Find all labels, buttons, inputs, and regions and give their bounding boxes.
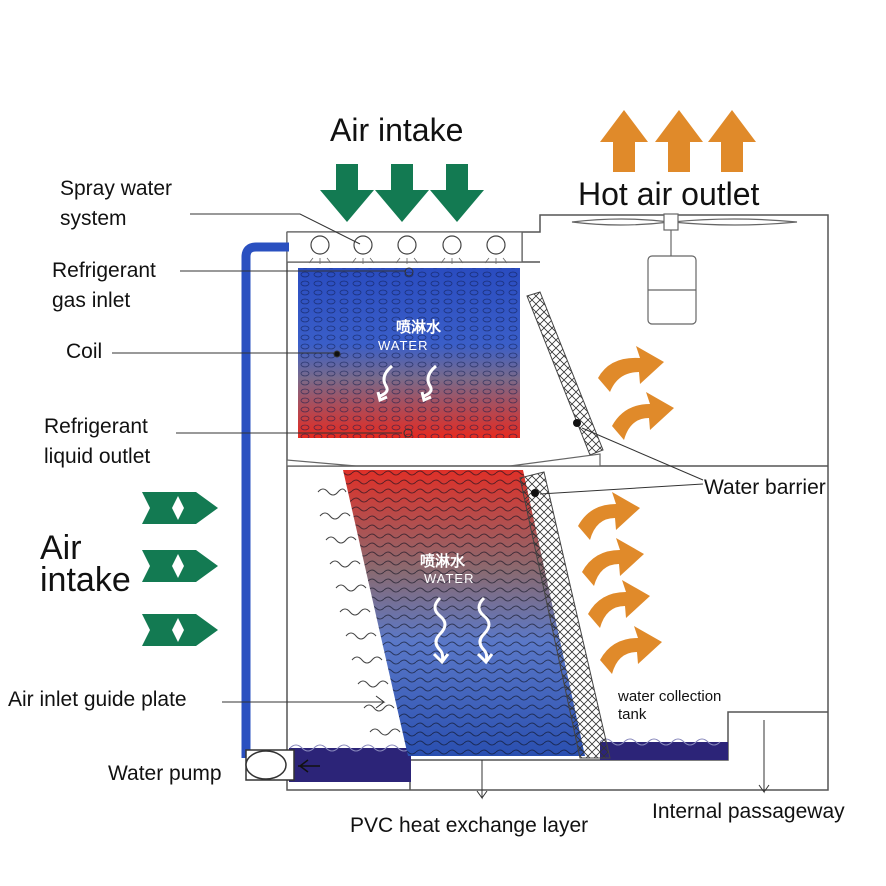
hot-air-arrows-inside (578, 346, 674, 674)
coil-water-cn: 喷淋水 (396, 318, 442, 336)
internal-passageway-label: Internal passageway (652, 800, 845, 823)
fill-water-cn: 喷淋水 (420, 552, 466, 570)
coil-label: Coil (66, 340, 103, 363)
refrigerant-liquid-outlet-label: Refrigerant liquid outlet (44, 415, 151, 468)
hot-air-arrows-top (600, 110, 756, 172)
air-inlet-guide-plate-label: Air inlet guide plate (8, 688, 187, 711)
fill-water-en: WATER (424, 571, 475, 586)
leader-lines (112, 213, 770, 800)
air-intake-side-label: Air intake (40, 529, 131, 599)
coil-water-en: WATER (378, 338, 429, 353)
water-pump-label: Water pump (108, 762, 222, 785)
water-collection-tank-label: water collection tank (618, 688, 722, 723)
spray-header (286, 231, 523, 264)
upper-water-barrier (526, 291, 604, 456)
spray-water-system-label: Spray water system (60, 177, 173, 230)
hot-air-outlet-label: Hot air outlet (578, 176, 760, 212)
air-inlet-guide-plate (317, 488, 401, 736)
water-pump-body (245, 749, 320, 781)
air-intake-arrows-side (142, 492, 218, 646)
air-intake-arrows-top (320, 164, 484, 222)
water-pipe (241, 242, 289, 758)
water-barrier-label: Water barrier (704, 476, 826, 499)
separator-ledges (286, 453, 601, 467)
coil-water-flow-arrows (376, 364, 437, 403)
pvc-fill (343, 470, 585, 756)
pvc-heat-exchange-layer-label: PVC heat exchange layer (350, 814, 589, 837)
refrigerant-gas-inlet-label: Refrigerant gas inlet (52, 259, 156, 312)
fan-assembly (571, 213, 798, 325)
lower-water-barrier (519, 471, 611, 759)
fill-water-flow-arrows (432, 596, 494, 665)
tank-water (289, 738, 728, 782)
air-intake-top-label: Air intake (330, 112, 464, 148)
